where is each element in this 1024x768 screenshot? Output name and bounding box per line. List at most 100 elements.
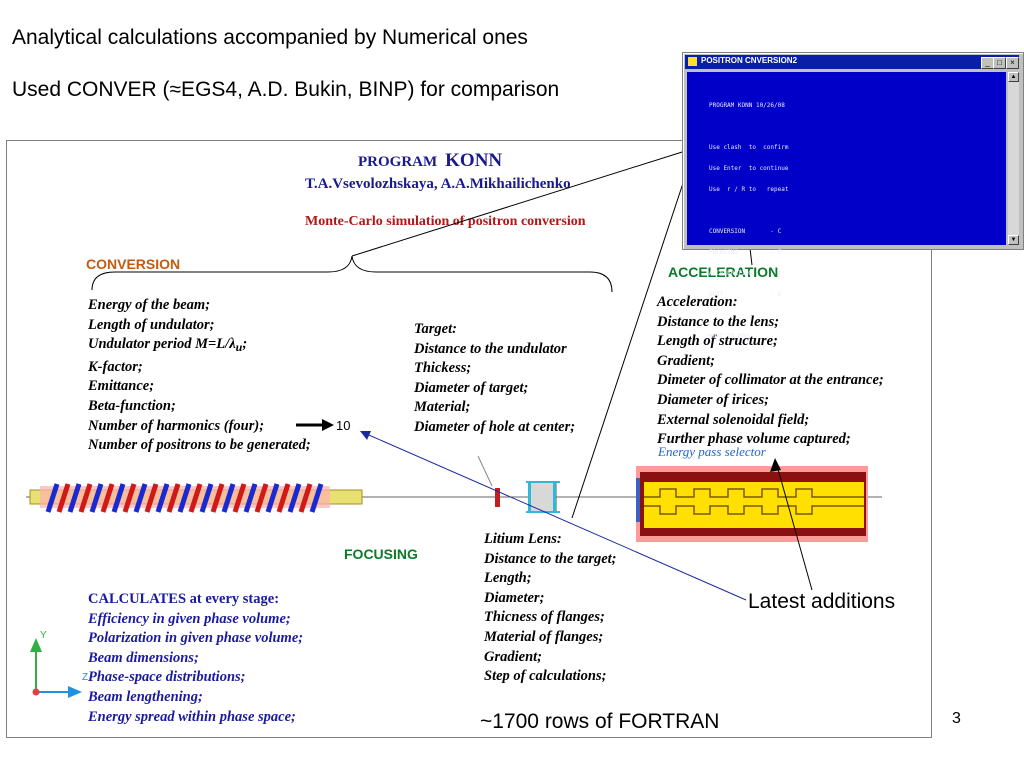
- list-item: Undulator period M=L/λu;: [88, 336, 248, 355]
- undulator-period-text: Undulator period M=L/λ: [88, 336, 236, 353]
- program-name: KONN: [445, 150, 503, 171]
- undulator-helix-segment: [199, 483, 214, 513]
- label-acceleration: ACCELERATION: [668, 264, 779, 280]
- harmonics-count: 10: [336, 418, 351, 433]
- list-item: K-factor;: [88, 358, 143, 375]
- undulator-helix-segment: [221, 483, 236, 513]
- list-item: Energy spread within phase space;: [88, 708, 296, 725]
- list-item: Length of structure;: [657, 333, 778, 350]
- undulator-helix-segment: [210, 483, 225, 513]
- undulator-helix-segment: [133, 483, 148, 513]
- lens-params: Litium Lens: Distance to the target; Len…: [484, 530, 617, 687]
- vertical-scrollbar[interactable]: ▲ ▼: [1008, 72, 1019, 245]
- undulator-helix-segment: [144, 483, 159, 513]
- list-item: Gradient;: [657, 352, 715, 369]
- slide-heading-line2: Used CONVER (≈EGS4, A.D. Bukin, BINP) fo…: [12, 78, 560, 101]
- list-item: Material;: [414, 399, 471, 416]
- undulator-helix-segment: [111, 483, 126, 513]
- console-prompt[interactable]: WHAT TO DO? -: [709, 333, 788, 340]
- undulator-helix-segment: [100, 483, 115, 513]
- list-item: Thickess;: [414, 360, 472, 377]
- list-item: Efficiency in given phase volume;: [88, 610, 291, 627]
- program-subtitle: Monte-Carlo simulation of positron conve…: [305, 214, 586, 229]
- list-item: Polarization in given phase volume;: [88, 630, 304, 647]
- axes-icon: [30, 638, 82, 698]
- undulator-helix-segment: [254, 483, 269, 513]
- scroll-up-button[interactable]: ▲: [1008, 72, 1019, 82]
- acceleration-params: Acceleration: Distance to the lens; Leng…: [657, 293, 884, 450]
- console-line: [709, 207, 788, 214]
- undulator-helix-segment: [56, 483, 71, 513]
- dos-console-window[interactable]: POSITRON CNVERSION2 _ □ × PROGRAM KONN 1…: [682, 52, 1024, 340]
- console-line: PROGRAM KONN 10/26/08: [709, 102, 785, 109]
- list-item: Litium Lens:: [484, 531, 562, 547]
- list-item: Number of positrons to be generated;: [88, 437, 311, 454]
- fortran-rows-label: ~1700 rows of FORTRAN: [480, 710, 720, 733]
- console-line: [709, 312, 788, 319]
- target-params: Target: Distance to the undulator Thicke…: [414, 320, 575, 438]
- calculates-heading: CALCULATES at every stage:: [88, 591, 280, 607]
- program-authors: T.A.Vsevolozhskaya, A.A.Mikhailichenko: [305, 176, 571, 192]
- label-conversion: CONVERSION: [86, 256, 181, 272]
- list-item: Step of calculations;: [484, 668, 607, 685]
- console-text: PROGRAM KONN 10/26/08 Use clash to confi…: [709, 88, 788, 354]
- target-pointer-line: [477, 455, 493, 487]
- accelerator-structure-icon: [636, 466, 868, 542]
- undulator-helix-segment: [265, 483, 280, 513]
- maximize-button[interactable]: □: [993, 57, 1006, 69]
- axis-y-label: Y: [40, 630, 47, 641]
- undulator-helix-segment: [177, 483, 192, 513]
- list-item: Length;: [484, 570, 532, 587]
- console-line: ACCELERATION - A: [709, 270, 782, 277]
- list-item: Beam dimensions;: [88, 649, 199, 666]
- list-item: Diameter;: [484, 589, 545, 606]
- list-item: Length of undulator;: [88, 316, 215, 333]
- list-item: Beam lengthening;: [88, 688, 203, 705]
- conversion-params: Energy of the beam; Length of undulator;…: [88, 296, 311, 456]
- close-button[interactable]: ×: [1006, 57, 1019, 69]
- undulator-helix-segment: [287, 483, 302, 513]
- pointer-focusing-menu: [571, 149, 695, 519]
- undulator-helix-segment: [166, 483, 181, 513]
- undulator-helix-segment: [243, 483, 258, 513]
- list-item: Emittance;: [88, 378, 155, 395]
- undulator-helix-segment: [89, 483, 104, 513]
- list-item: Beta-function;: [88, 397, 176, 414]
- list-item: Diameter of hole at center;: [414, 418, 576, 435]
- energy-pass-selector-label: Energy pass selector: [658, 444, 766, 459]
- list-item: External solenoidal field;: [657, 411, 810, 428]
- list-item: Gradient;: [484, 648, 542, 665]
- list-item: Material of flanges;: [484, 628, 604, 645]
- undulator-helix-segment: [67, 483, 82, 513]
- list-item: Diameter of target;: [414, 379, 529, 396]
- list-item: Thicness of flanges;: [484, 609, 605, 626]
- console-line: QUIT - Q: [709, 291, 782, 298]
- list-item: Energy of the beam;: [88, 297, 211, 313]
- pointer-conversion-menu: [351, 146, 699, 257]
- console-line: [709, 123, 788, 130]
- app-icon: [688, 57, 697, 66]
- latest-additions-arrow-2: [775, 461, 813, 591]
- lithium-lens-icon: [526, 481, 560, 513]
- page-number: 3: [952, 710, 961, 727]
- target-icon: [495, 488, 500, 507]
- prompt-text: WHAT TO DO? -: [709, 333, 775, 340]
- scroll-down-button[interactable]: ▼: [1008, 235, 1019, 245]
- undulator-period-subscript: u: [235, 340, 243, 355]
- undulator-helix-segment: [276, 483, 291, 513]
- list-item: Target:: [414, 321, 457, 337]
- undulator-helix-segment: [309, 483, 324, 513]
- undulator-helix-segment: [188, 483, 203, 513]
- console-line: Use r / R to repeat: [709, 186, 789, 193]
- console-line: Use clash to confirm: [709, 144, 789, 151]
- list-item: Distance to the target;: [484, 550, 617, 567]
- undulator-helix-segment: [45, 483, 60, 513]
- latest-additions-label: Latest additions: [748, 590, 896, 613]
- latest-additions-arrow-1: [361, 431, 747, 601]
- console-line: CONVERSION - C: [709, 228, 782, 235]
- axis-z-label: Z: [82, 672, 89, 683]
- console-screen[interactable]: PROGRAM KONN 10/26/08 Use clash to confi…: [687, 72, 1006, 340]
- window-titlebar[interactable]: POSITRON CNVERSION2 _ □ ×: [685, 55, 1019, 69]
- list-item: Acceleration:: [657, 294, 738, 310]
- calculates-block: CALCULATES at every stage: Efficiency in…: [88, 590, 303, 727]
